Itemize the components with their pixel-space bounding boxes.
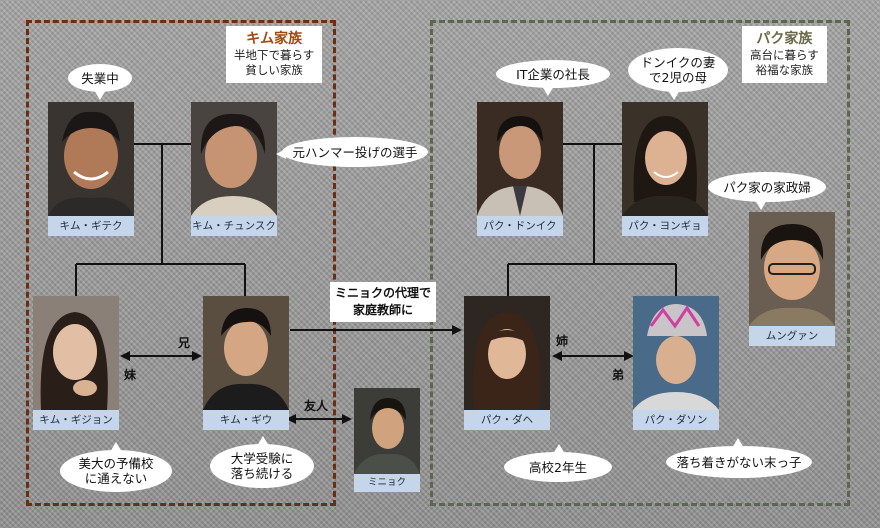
bubble-kiwoo-line1: 大学受験に: [230, 451, 294, 466]
person-minhyuk: ミニョク: [354, 388, 420, 492]
bubble-kitaek-text: 失業中: [81, 70, 119, 86]
sibling-arrow-right: [192, 351, 202, 361]
portrait-dasong: [633, 296, 719, 410]
person-munkwang: ムングァン: [749, 212, 835, 346]
person-kim-chungsook: キム・チュンスク: [191, 102, 277, 236]
kim-family-desc-2: 貧しい家族: [245, 63, 303, 77]
bubble-yeonkyo-line2: で2児の母: [649, 70, 707, 85]
label-friend: 友人: [304, 399, 329, 413]
bubble-kitaek: 失業中: [68, 64, 132, 100]
bubble-yeonkyo-line1: ドンイクの妻: [640, 55, 716, 70]
label-sister: 妹: [124, 368, 137, 382]
person-park-dasong: パク・ダソン: [633, 296, 719, 430]
park-family-desc-2: 裕福な家族: [755, 63, 814, 77]
person-kim-kitaek: キム・ギテク: [48, 102, 134, 236]
park-family-title: パク家族: [756, 31, 813, 47]
portrait-yeonkyo: [622, 102, 708, 216]
portrait-kijung: [33, 296, 119, 410]
portrait-kitaek: [48, 102, 134, 216]
name-tag-kitaek: キム・ギテク: [48, 216, 134, 236]
portrait-dongik: [477, 102, 563, 216]
bubble-kiwoo-line2: 落ち続ける: [230, 466, 294, 481]
person-kim-kiwoo: キム・ギウ: [203, 296, 289, 430]
label-older-sister: 姉: [556, 334, 569, 348]
tutor-arrow-head: [452, 325, 462, 335]
friend-arrow-right: [342, 414, 352, 424]
bubble-dahye-text: 高校2年生: [529, 459, 587, 475]
name-tag-chungsook: キム・チュンスク: [191, 216, 277, 236]
person-park-dahye: パク・ダヘ: [464, 296, 550, 430]
name-tag-dongik: パク・ドンイク: [477, 216, 563, 236]
portrait-kiwoo: [203, 296, 289, 410]
name-tag-kijung: キム・ギジョン: [33, 410, 119, 430]
park-sibling-arrow-right: [624, 351, 634, 361]
park-family-box: [430, 20, 850, 506]
sibling-arrow-left: [120, 351, 130, 361]
friend-arrow-left: [286, 414, 296, 424]
tutor-label: ミニョクの代理で 家庭教師に: [330, 282, 436, 322]
portrait-minhyuk: [354, 388, 420, 474]
kim-family-label: キム家族 半地下で暮らす 貧しい家族: [226, 26, 323, 83]
label-brother: 兄: [178, 336, 191, 350]
bubble-munkwang-text: パク家の家政婦: [723, 179, 811, 195]
bubble-kijung-line2: に通えない: [84, 471, 148, 486]
bubble-dongik-text: IT企業の社長: [516, 66, 590, 82]
name-tag-kiwoo: キム・ギウ: [203, 410, 289, 430]
bubble-dasong-text: 落ち着きがない末っ子: [676, 454, 802, 470]
bubble-kiwoo: 大学受験に 落ち続ける: [210, 436, 314, 488]
park-sibling-arrow-left: [552, 351, 562, 361]
name-tag-dasong: パク・ダソン: [633, 410, 719, 430]
kim-family-title: キム家族: [246, 31, 303, 47]
park-family-label: パク家族 高台に暮らす 裕福な家族: [742, 26, 827, 83]
label-younger-brother: 弟: [612, 368, 625, 382]
bubble-yeonkyo: ドンイクの妻 で2児の母: [628, 48, 728, 100]
park-family-desc-1: 高台に暮らす: [750, 48, 819, 62]
bubble-dahye: 高校2年生: [504, 444, 612, 482]
bubble-kijung: 美大の予備校 に通えない: [60, 442, 172, 492]
person-park-yeonkyo: パク・ヨンギョ: [622, 102, 708, 236]
bubble-dongik: IT企業の社長: [496, 60, 610, 96]
name-tag-dahye: パク・ダヘ: [464, 410, 550, 430]
bubble-chungsook: 元ハンマー投げの選手: [276, 137, 428, 167]
name-tag-minhyuk: ミニョク: [354, 474, 420, 492]
bubble-kijung-line1: 美大の予備校: [78, 456, 154, 471]
name-tag-yeonkyo: パク・ヨンギョ: [622, 216, 708, 236]
portrait-dahye: [464, 296, 550, 410]
person-kim-kijung: キム・ギジョン: [33, 296, 119, 430]
tutor-label-line1: ミニョクの代理で: [334, 286, 431, 300]
person-park-dongik: パク・ドンイク: [477, 102, 563, 236]
tutor-label-line2: 家庭教師に: [352, 303, 413, 317]
portrait-chungsook: [191, 102, 277, 216]
portrait-munkwang: [749, 212, 835, 326]
kim-family-desc-1: 半地下で暮らす: [234, 48, 315, 62]
name-tag-munkwang: ムングァン: [749, 326, 835, 346]
bubble-chungsook-text: 元ハンマー投げの選手: [292, 144, 418, 160]
bubble-munkwang: パク家の家政婦: [708, 172, 826, 210]
kim-family-box: [26, 20, 336, 506]
bubble-dasong: 落ち着きがない末っ子: [666, 438, 812, 478]
